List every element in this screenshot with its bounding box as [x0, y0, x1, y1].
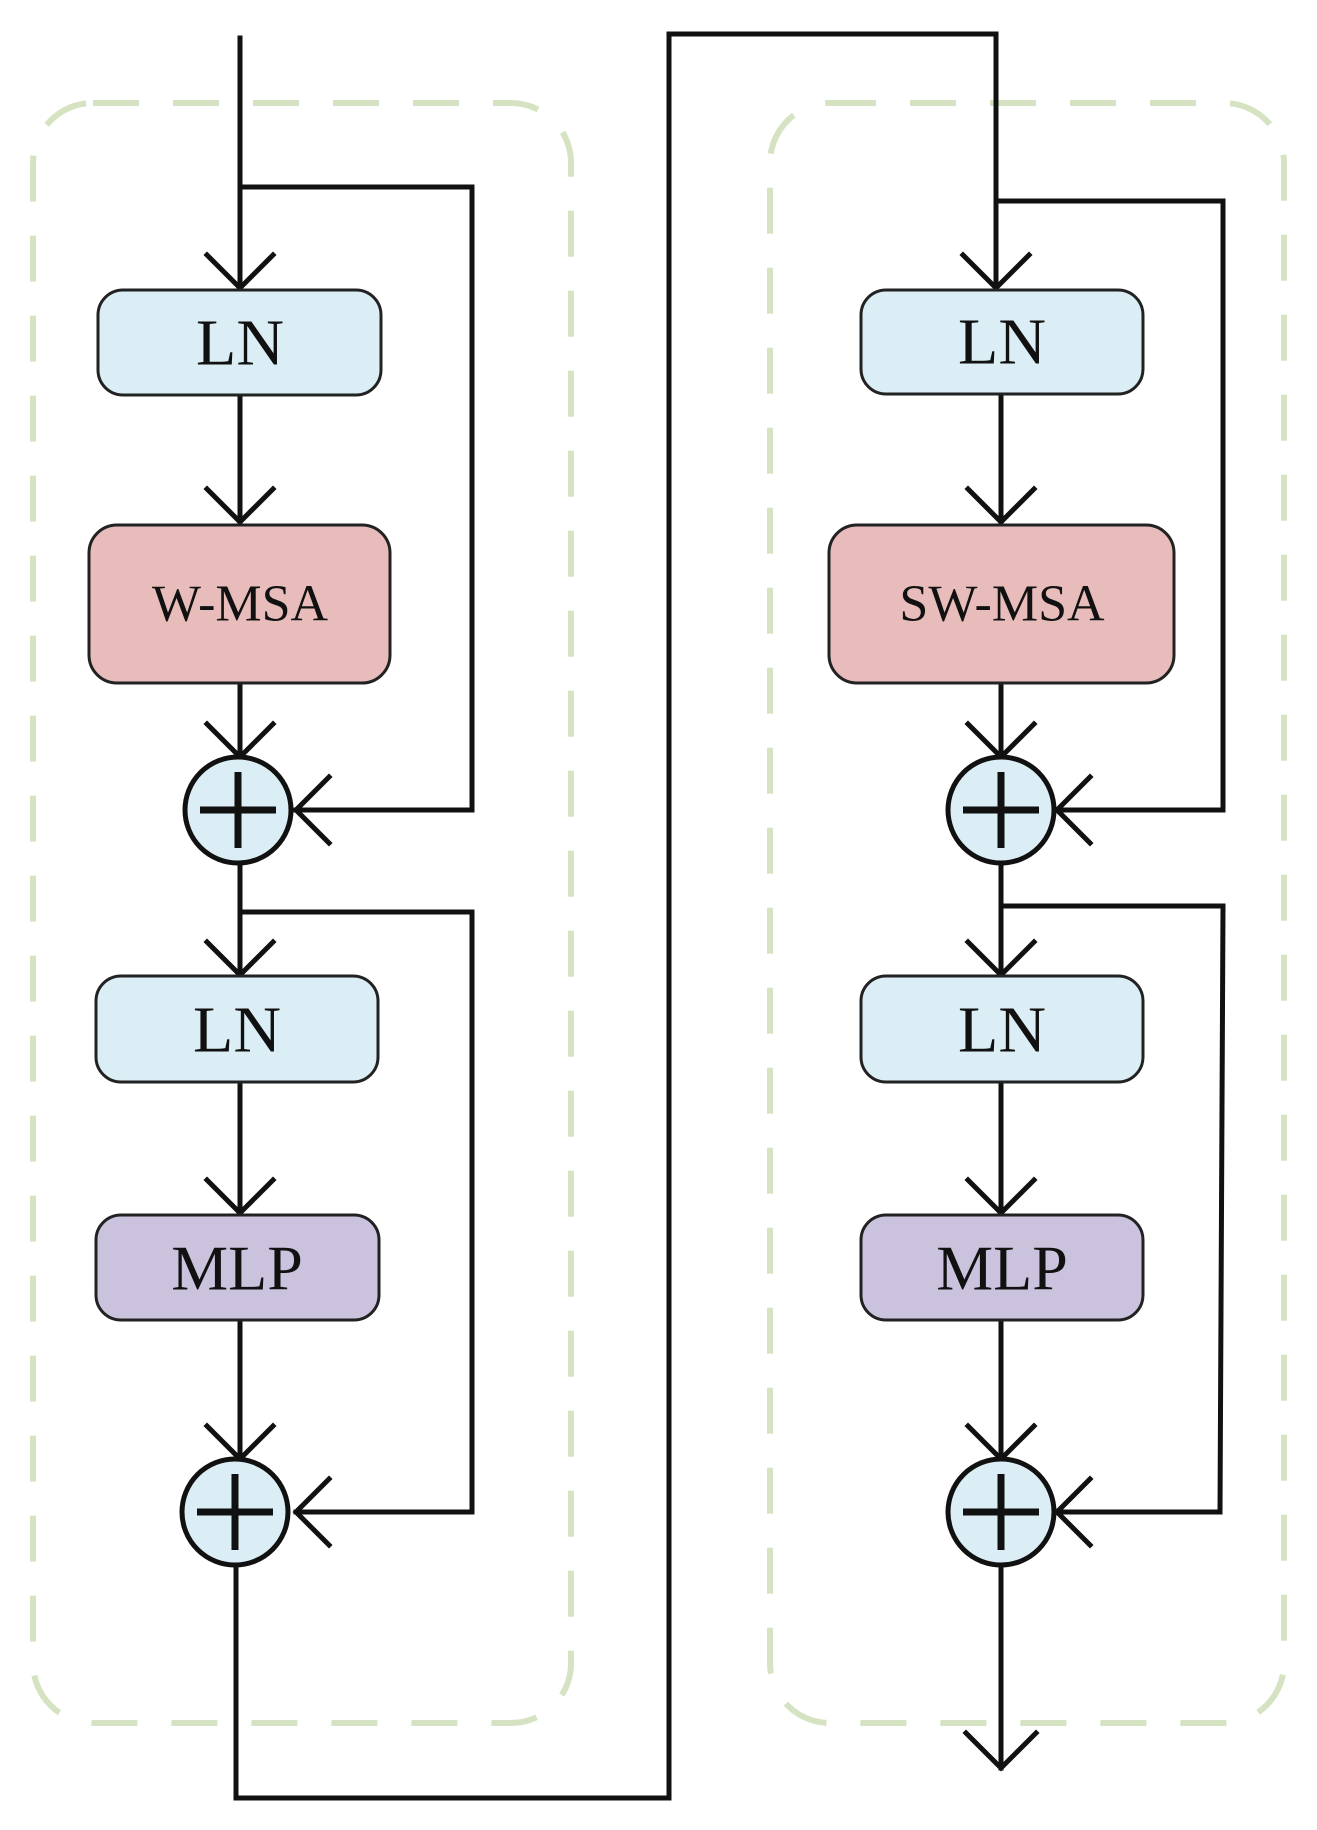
block-1-w-msa-label: W-MSA [152, 576, 329, 633]
block-2-ln2-label: LN [958, 994, 1046, 1067]
block-2-add2-plus-icon [945, 1456, 1057, 1568]
block-1-mlp-box [94, 1213, 381, 1322]
block-2-ln2-box [859, 974, 1145, 1084]
block-1-ln2-label: LN [193, 994, 281, 1067]
output-arrow-down-icon [962, 1729, 1040, 1772]
block-2-ln1-label: LN [958, 306, 1046, 379]
block-1-add1-plus-icon [182, 754, 294, 866]
block-2-skip-connection-1 [993, 198, 1226, 813]
wires [233, 31, 1226, 1801]
block-1-w-msa-box [87, 523, 392, 685]
block-1-skip-connection-1 [237, 184, 475, 813]
block-1: LN W-MSA LN MLP [87, 288, 392, 1568]
block-2-sw-msa-label: SW-MSA [899, 576, 1105, 633]
block-1-ln1-box [96, 288, 383, 397]
block-2-add1-plus-icon [945, 754, 1057, 866]
block-2-group-border [767, 100, 1287, 1726]
arrow-down-icon [964, 485, 1038, 526]
block-1-skip-connection-2 [237, 909, 475, 1515]
block-1-add2-plus-icon [179, 1456, 291, 1568]
block-1-mlp-label: MLP [171, 1233, 303, 1304]
arrow-down-icon [203, 251, 277, 292]
block-2-ln1-box [859, 288, 1145, 396]
arrow-down-icon [964, 1176, 1038, 1217]
arrow-down-icon [203, 485, 277, 526]
inter-block-connection [233, 31, 999, 1801]
arrow-left-icon [1053, 1475, 1094, 1549]
block-2: LN SW-MSA LN MLP [827, 288, 1176, 1568]
block-2-skip-connection-2 [998, 903, 1226, 1515]
block-2-sw-msa-box [827, 523, 1176, 685]
arrow-left-icon [292, 1475, 333, 1549]
block-2-mlp-box [859, 1213, 1145, 1322]
block-1-group-border [30, 100, 574, 1726]
arrow-down-icon [203, 1176, 277, 1217]
arrow-left-icon [1053, 773, 1094, 847]
block-1-ln2-box [94, 974, 380, 1084]
arrow-left-icon [292, 773, 333, 847]
block-1-ln1-label: LN [196, 307, 284, 380]
block-2-mlp-label: MLP [936, 1233, 1068, 1304]
arrow-down-icon [959, 251, 1033, 292]
